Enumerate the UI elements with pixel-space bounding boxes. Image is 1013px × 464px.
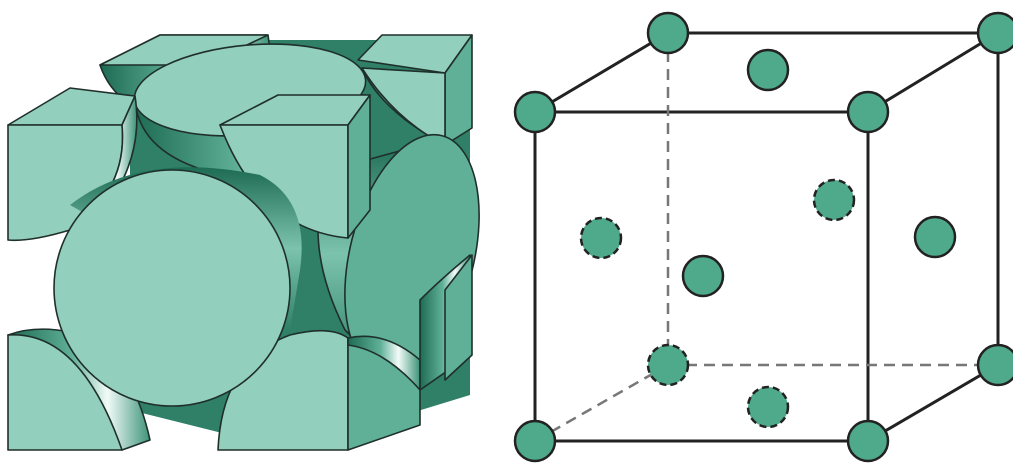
corner-point-hidden [646, 343, 690, 387]
face-center-point-back [812, 178, 856, 222]
corner-point [513, 419, 557, 463]
atomic-cube-model [7, 34, 480, 451]
corner-point [513, 90, 557, 134]
face-center-point-right [913, 215, 957, 259]
face-atom-front [53, 167, 302, 407]
corner-point [976, 343, 1013, 387]
corner-point [846, 90, 890, 134]
corner-point [846, 419, 890, 463]
corner-point [646, 11, 690, 55]
face-center-point-front [681, 254, 725, 298]
cube-edges [533, 31, 1000, 443]
corner-point [976, 11, 1013, 55]
hidden-edges [534, 33, 998, 443]
corner-atom-back-bottom-right [419, 254, 473, 391]
face-center-point-top [746, 48, 790, 92]
face-center-point-bottom [746, 385, 790, 429]
face-center-point-left [579, 216, 623, 260]
corner-atom-front-top-left [7, 87, 138, 242]
corner-atom-front-bottom-left [7, 328, 151, 451]
lattice-cube-model [513, 11, 1013, 463]
corner-atom-back-right [357, 34, 473, 146]
hidden-lattice-points [579, 178, 856, 429]
lattice-points [513, 11, 1013, 463]
